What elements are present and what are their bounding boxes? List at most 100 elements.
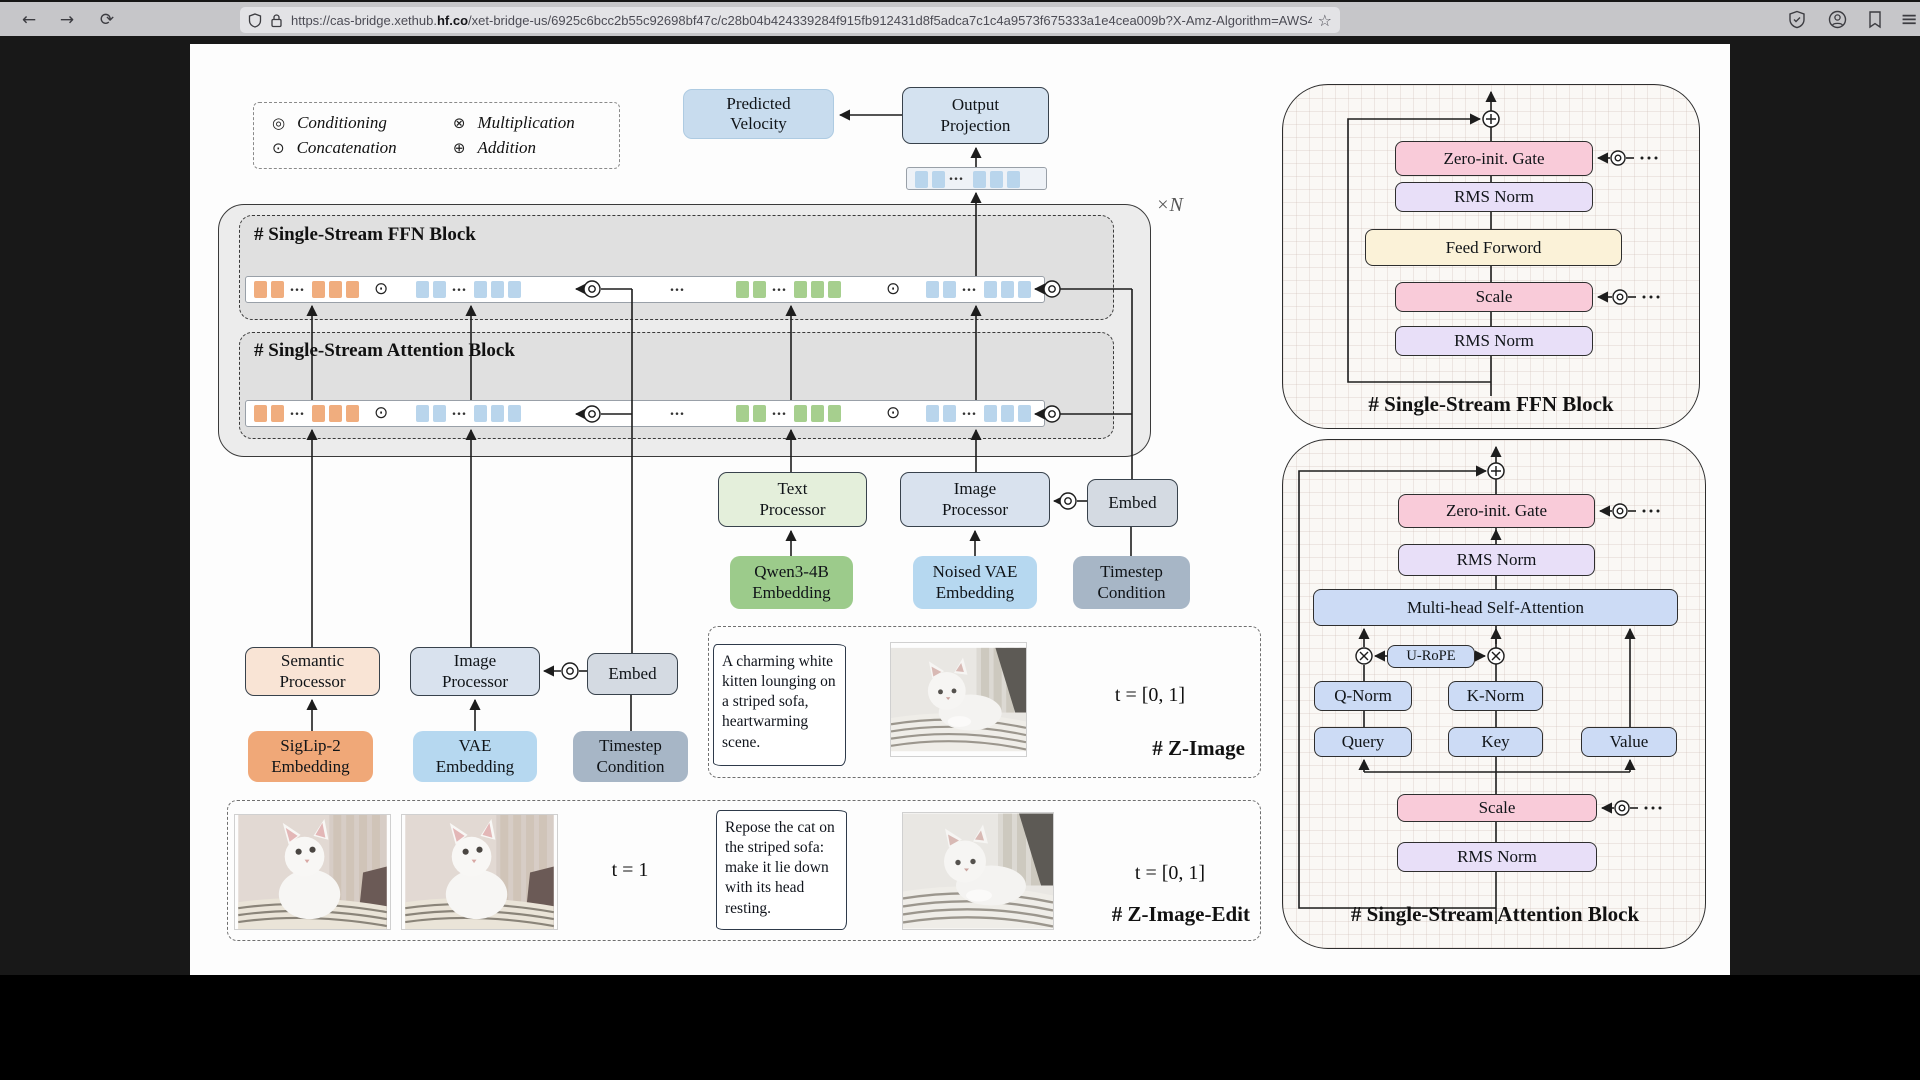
image-tokens-blue (416, 281, 446, 298)
z-image-prompt-note: A charming white kitten lounging on a st… (713, 644, 846, 766)
multiplication-symbol-icon: ⊗ (452, 113, 466, 132)
letterbox-bottom (0, 975, 1920, 1080)
predicted-velocity-box: Predicted Velocity (683, 89, 834, 139)
conditioning-symbol-icon: ◎ (272, 113, 286, 132)
token-ellipsis: ... (670, 278, 685, 295)
token-ellipsis: ... (962, 402, 977, 419)
token-ellipsis: ... (452, 278, 467, 295)
cat-photo-edit-input-1 (234, 814, 391, 930)
attn-urope-box: U-RoPE (1387, 645, 1475, 668)
vae-embedding-box: VAE Embedding (413, 731, 537, 782)
cat-photo-edit-target (902, 812, 1054, 930)
image-tokens-blue (926, 405, 956, 422)
conditioning-node-icon (561, 662, 579, 680)
token-ellipsis: ... (772, 402, 787, 419)
z-image-tag: # Z-Image (1152, 736, 1245, 760)
image-tokens-blue (474, 405, 521, 422)
concat-symbol-icon: ⊙ (886, 279, 901, 299)
token-group (915, 171, 945, 188)
attention-detail-title: # Single-Stream Attention Block (1350, 902, 1640, 926)
z-image-edit-example-box (227, 800, 1261, 941)
z-image-timestep-label: t = [0, 1] (1114, 684, 1186, 706)
legend-item: ⊗Multiplication (452, 112, 575, 132)
output-token-strip: ... (906, 167, 1047, 190)
legend-box: ◎Conditioning ⊙Concatenation ⊗Multiplica… (253, 102, 620, 169)
menu-icon[interactable]: ≡ (1900, 7, 1918, 31)
image-tokens-orange (254, 405, 284, 422)
token-ellipsis: ... (949, 167, 964, 184)
bookmark-star-icon[interactable]: ☆ (1317, 10, 1332, 30)
noised-vae-embedding-box: Noised VAE Embedding (913, 556, 1037, 609)
attn-scale-box: Scale (1397, 794, 1597, 822)
text-tokens-green (794, 281, 841, 298)
legend-item: ◎Conditioning (272, 112, 387, 132)
image-tokens-blue (474, 281, 521, 298)
ffn-detail-title: # Single-Stream FFN Block (1368, 392, 1614, 416)
attention-block-title: # Single-Stream Attention Block (254, 340, 515, 361)
url-text: https://cas-bridge.xethub.hf.co/xet-brid… (291, 12, 1312, 28)
embed-box: Embed (1087, 479, 1178, 527)
concat-symbol-icon: ⊙ (886, 403, 901, 423)
embed-left-box: Embed (587, 653, 678, 695)
account-icon[interactable] (1828, 10, 1848, 30)
browser-viewport: ◎Conditioning ⊙Concatenation ⊗Multiplica… (0, 36, 1920, 975)
image-tokens-blue (926, 281, 956, 298)
z-image-edit-tag: # Z-Image-Edit (1111, 902, 1250, 926)
concatenation-symbol-icon: ⊙ (272, 139, 285, 158)
forward-button[interactable]: → (59, 10, 75, 30)
token-group (973, 171, 1020, 188)
edit-prompt-note: Repose the cat on the striped sofa: make… (716, 810, 847, 930)
z-image-example-box (708, 626, 1261, 778)
token-ellipsis: ... (290, 278, 305, 295)
reload-button[interactable]: ⟳ (99, 10, 115, 30)
permissions-shield-icon[interactable] (248, 12, 262, 28)
attn-k-norm-box: K-Norm (1448, 681, 1543, 711)
image-processor-box: Image Processor (900, 472, 1050, 527)
image-processor-left-box: Image Processor (410, 647, 540, 696)
attn-rms-norm-top-box: RMS Norm (1398, 544, 1595, 576)
timestep-condition-left-box: Timestep Condition (573, 731, 688, 782)
concat-symbol-icon: ⊙ (374, 279, 389, 299)
text-processor-box: Text Processor (718, 472, 867, 527)
back-button[interactable]: ← (21, 10, 37, 30)
image-tokens-orange (312, 405, 359, 422)
token-ellipsis: ... (772, 278, 787, 295)
qwen-embedding-box: Qwen3-4B Embedding (730, 556, 853, 609)
edit-timestep-input-label: t = 1 (611, 859, 649, 881)
ffn-rms-norm-top-box: RMS Norm (1395, 182, 1593, 212)
attn-key-box: Key (1448, 727, 1543, 757)
attn-query-box: Query (1314, 727, 1412, 757)
attention-token-strip: ... ⊙ ... ... ... ⊙ ... (245, 400, 1045, 427)
browser-toolbar: ← → ⟳ https://cas-bridge.xethub.hf.co/xe… (0, 0, 1920, 36)
conditioning-node-icon (1059, 492, 1077, 510)
image-tokens-blue (416, 405, 446, 422)
legend-item: ⊕Addition (452, 138, 537, 158)
token-ellipsis: ... (962, 278, 977, 295)
image-tokens-orange (312, 281, 359, 298)
library-icon[interactable] (1866, 10, 1886, 30)
output-projection-box: Output Projection (902, 87, 1049, 144)
edit-timestep-label: t = [0, 1] (1134, 862, 1206, 884)
ffn-token-strip: ... ⊙ ... ... ... ⊙ ... (245, 276, 1045, 303)
text-tokens-green (736, 405, 766, 422)
siglip-embedding-box: SigLip-2 Embedding (248, 731, 373, 782)
cat-photo-z-image (890, 642, 1027, 757)
attn-zero-init-gate-box: Zero-init. Gate (1398, 494, 1595, 528)
ffn-scale-box: Scale (1395, 282, 1593, 312)
ffn-rms-norm-bottom-box: RMS Norm (1395, 326, 1593, 356)
attn-q-norm-box: Q-Norm (1314, 681, 1412, 711)
image-tokens-blue (984, 281, 1031, 298)
url-bar[interactable]: https://cas-bridge.xethub.hf.co/xet-brid… (240, 7, 1340, 33)
concat-symbol-icon: ⊙ (374, 403, 389, 423)
lock-icon[interactable] (270, 13, 283, 28)
text-tokens-green (736, 281, 766, 298)
protections-shield-icon[interactable] (1788, 10, 1808, 30)
attn-rms-norm-bottom-box: RMS Norm (1397, 842, 1597, 872)
cat-photo-edit-input-2 (401, 814, 558, 930)
image-tokens-orange (254, 281, 284, 298)
ffn-block-title: # Single-Stream FFN Block (254, 224, 476, 245)
token-ellipsis: ... (670, 402, 685, 419)
addition-symbol-icon: ⊕ (452, 139, 466, 158)
semantic-processor-box: Semantic Processor (245, 647, 380, 696)
figure-page: ◎Conditioning ⊙Concatenation ⊗Multiplica… (190, 44, 1730, 975)
